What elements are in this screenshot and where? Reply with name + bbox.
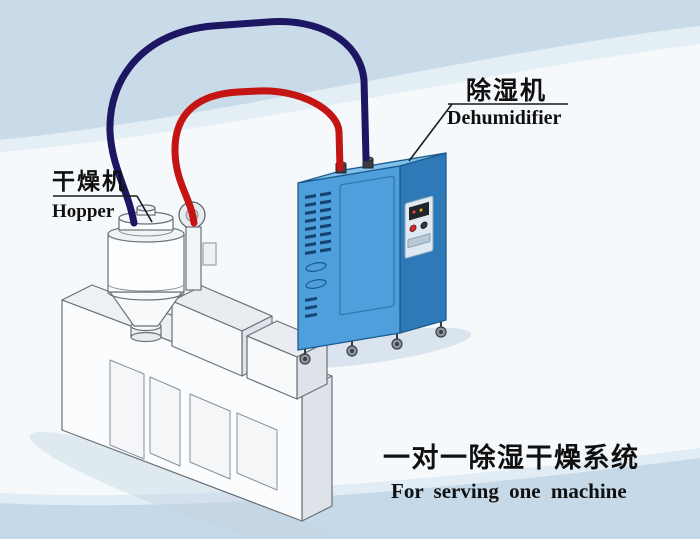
top-swoosh-echo xyxy=(0,26,700,152)
hopper-leader-line xyxy=(136,195,153,223)
panel-switch xyxy=(407,233,431,249)
hopper-label-cn: 干燥机 xyxy=(52,168,127,194)
oval-vent xyxy=(305,262,327,272)
bottom-swoosh-band xyxy=(0,458,700,539)
machine-end-face xyxy=(301,375,333,522)
hose-red xyxy=(171,87,344,227)
hopper-label-en: Hopper xyxy=(52,201,115,222)
panel-button xyxy=(420,221,428,229)
caption-title-cn: 一对一除湿干燥系统 xyxy=(383,442,640,473)
dehumidifier-leader-line xyxy=(408,103,453,162)
hopper-clamp-ring xyxy=(107,283,185,292)
control-panel xyxy=(404,195,434,259)
filter-box xyxy=(202,242,217,266)
hopper-base-bottom xyxy=(130,331,162,343)
hopper-dryer xyxy=(107,201,217,343)
cabinet-front-details xyxy=(305,175,395,318)
cabinet-door-seam xyxy=(339,175,395,316)
dehumidifier-label-en: Dehumidifier xyxy=(447,107,562,129)
machine-door-panel xyxy=(109,359,145,460)
hopper-body-rim xyxy=(107,291,185,301)
caption-title-en: For serving one machine xyxy=(391,479,627,503)
barrel-front-face xyxy=(171,300,243,377)
feedbox-front-face xyxy=(246,335,298,400)
hopper-lid-rim xyxy=(118,229,174,237)
vent-slots xyxy=(305,191,331,318)
machine-extruder xyxy=(61,284,333,522)
bottom-swoosh-echo xyxy=(0,448,700,506)
machine-door-panel xyxy=(189,393,231,480)
machine-door-panel xyxy=(149,376,181,467)
machine-shadow xyxy=(29,431,341,539)
display-indicator xyxy=(419,208,423,212)
oval-vent xyxy=(305,279,327,289)
casters xyxy=(299,322,447,365)
cabinet-front-face xyxy=(297,165,401,351)
dehumidifier-label-cn: 除湿机 xyxy=(466,76,547,105)
display-indicator xyxy=(412,210,416,214)
blower-duct xyxy=(185,226,202,291)
control-display xyxy=(409,201,429,221)
machine-door-panel xyxy=(236,412,278,491)
hose-blue xyxy=(106,18,370,227)
leader-lines xyxy=(53,103,568,223)
panel-button xyxy=(409,224,417,232)
hopper-body xyxy=(107,233,185,293)
